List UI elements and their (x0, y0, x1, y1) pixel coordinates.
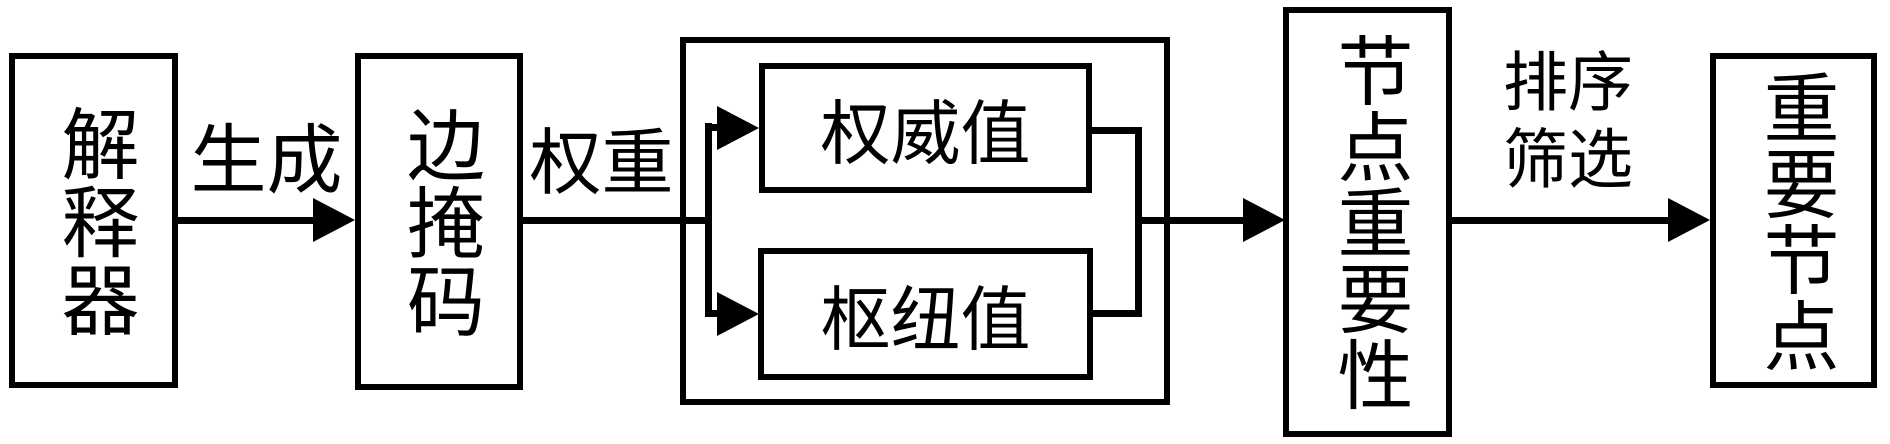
node-importance-label: 节点重要性 (1325, 32, 1410, 412)
authority-value-box: 权威值 (759, 63, 1092, 193)
connector-weight-line (523, 217, 711, 224)
connector-hub-stub-line (705, 310, 719, 317)
edge-mask-box: 边掩码 (355, 53, 523, 390)
node-importance-box: 节点重要性 (1283, 7, 1452, 437)
interpreter-box: 解释器 (9, 53, 178, 388)
arrowhead-sort-filter-icon (1668, 198, 1710, 242)
connector-generate-line (178, 217, 315, 224)
connector-authority-stub-line (705, 124, 719, 131)
arrowhead-generate-icon (313, 198, 355, 242)
connector-importance-line (1135, 217, 1245, 224)
edge-label-sort-filter: 排序筛选 (1502, 48, 1633, 197)
connector-sort-filter-line (1452, 217, 1670, 224)
connector-hub-output-line (1093, 310, 1142, 317)
important-nodes-box: 重要节点 (1710, 53, 1877, 388)
important-nodes-label: 重要节点 (1751, 68, 1836, 373)
connector-authority-output-line (1092, 127, 1142, 134)
arrowhead-authority-icon (717, 106, 759, 150)
edge-label-generate: 生成 (190, 120, 343, 204)
arrowhead-hub-icon (717, 292, 759, 336)
authority-value-label: 权威值 (820, 96, 1031, 174)
connector-branch-vertical-line (705, 123, 712, 316)
interpreter-label: 解释器 (50, 103, 138, 338)
arrowhead-importance-icon (1243, 198, 1285, 242)
edge-label-weight: 权重 (529, 124, 674, 204)
edge-mask-label: 边掩码 (396, 104, 483, 339)
hub-value-label: 枢纽值 (820, 282, 1031, 360)
hub-value-box: 枢纽值 (758, 248, 1093, 380)
